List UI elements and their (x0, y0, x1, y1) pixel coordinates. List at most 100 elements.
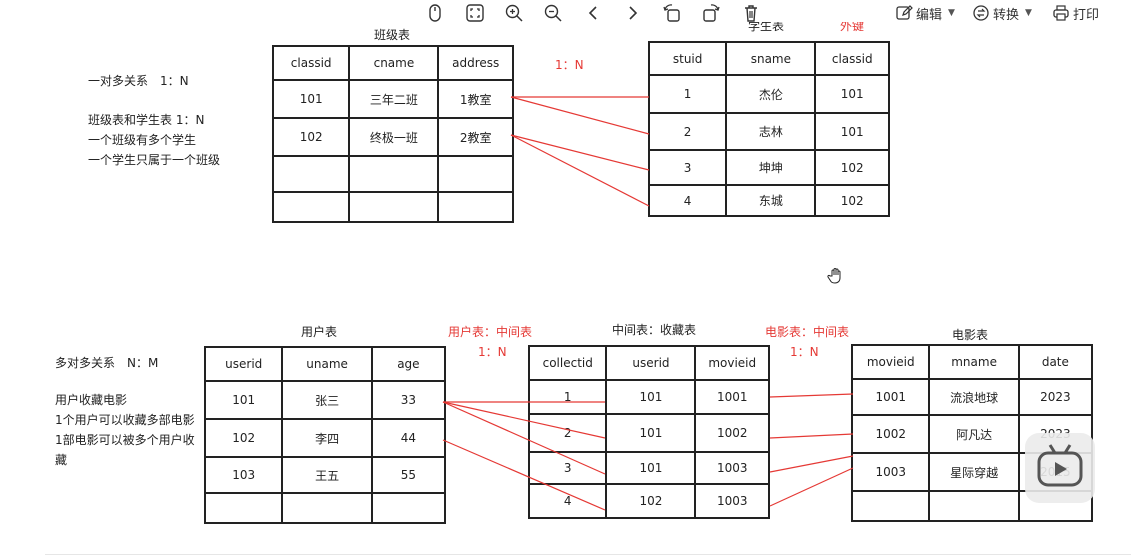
table-cell (348, 155, 440, 193)
chevron-left-icon[interactable] (583, 2, 605, 24)
header-cell: address (437, 45, 514, 81)
table-row: 102 李四 44 (203, 418, 447, 458)
table-cell (271, 155, 351, 193)
table-cell: 4 (527, 483, 608, 519)
table-row: 3 坤坤 102 (647, 149, 890, 186)
movie-table-title: 电影表 (952, 328, 989, 342)
table-cell: 102 (605, 483, 697, 519)
table-header-row: classid cname address (271, 45, 514, 81)
table-cell: 星际穿越 (928, 452, 1020, 492)
header-cell: userid (203, 346, 284, 382)
table-cell: 55 (370, 456, 447, 494)
foreign-key-label: 外键 (840, 22, 865, 33)
movie-mid-label: 电影表：中间表 (765, 325, 850, 339)
class-table: classid cname address 101 三年二班 1教室 102 终… (271, 45, 514, 223)
print-button[interactable]: 打印 (1052, 3, 1099, 23)
zoom-in-icon[interactable] (503, 2, 525, 24)
header-cell: sname (725, 41, 817, 76)
caret-down-icon: ▼ (1025, 8, 1032, 18)
table-cell: 101 (814, 112, 890, 151)
relation-ratio-label: 1：N (555, 58, 584, 72)
user-mid-label: 用户表：中间表 (448, 325, 533, 339)
table-cell: 2 (647, 112, 728, 151)
note-movie-many-users: 1部电影可以被多个用户收 (55, 433, 195, 447)
chevron-right-icon[interactable] (621, 2, 643, 24)
convert-icon (973, 5, 989, 21)
table-header-row: userid uname age (203, 346, 447, 382)
user-table: userid uname age 101 张三 33 102 李四 44 103… (203, 346, 447, 524)
table-cell: 102 (203, 418, 284, 458)
table-row (271, 191, 514, 223)
table-cell: 坤坤 (725, 149, 817, 186)
table-cell: 1 (647, 74, 728, 114)
table-cell: 1001 (850, 378, 931, 416)
table-cell: 101 (814, 74, 890, 114)
table-cell: 103 (203, 456, 284, 494)
header-cell: cname (348, 45, 440, 81)
table-row: 4 102 1003 (527, 483, 770, 519)
table-cell: 1002 (694, 413, 770, 453)
table-cell: 101 (605, 379, 697, 415)
header-cell: movieid (694, 345, 770, 381)
edit-icon (896, 5, 913, 20)
table-cell (437, 155, 514, 193)
user-mid-ratio: 1：N (478, 345, 507, 359)
table-cell: 阿凡达 (928, 414, 1020, 454)
table-cell: 44 (370, 418, 447, 458)
divider (45, 554, 1131, 555)
class-table-title: 班级表 (374, 28, 411, 42)
fit-screen-icon[interactable] (464, 2, 486, 24)
table-cell: 1001 (694, 379, 770, 415)
table-cell: 三年二班 (348, 79, 440, 119)
edit-button[interactable]: 编辑 ▼ (895, 3, 955, 23)
table-row: 101 三年二班 1教室 (271, 79, 514, 119)
mouse-icon[interactable] (424, 2, 446, 24)
header-cell: mname (928, 344, 1020, 380)
note-movie-many-users-cont: 藏 (55, 453, 68, 467)
table-cell: 张三 (281, 380, 373, 420)
table-cell: 王五 (281, 456, 373, 494)
table-cell: 志林 (725, 112, 817, 151)
play-button[interactable] (1025, 433, 1095, 503)
trash-icon[interactable] (740, 2, 762, 24)
rotate-left-icon[interactable] (661, 2, 683, 24)
table-cell: 101 (605, 413, 697, 453)
note-many-to-many: 多对多关系 N：M (55, 356, 159, 370)
convert-button[interactable]: 转换 ▼ (972, 3, 1032, 23)
header-cell: uname (281, 346, 373, 382)
table-row: 102 终极一班 2教室 (271, 117, 514, 157)
movie-mid-ratio: 1：N (790, 345, 819, 359)
header-cell: userid (605, 345, 697, 381)
table-header-row: stuid sname classid (647, 41, 890, 76)
table-cell: 东城 (725, 184, 817, 217)
collect-table: collectid userid movieid 1 101 1001 2 10… (527, 345, 770, 519)
student-table-title: 学生表 (748, 22, 785, 33)
hand-cursor-icon (826, 266, 846, 286)
table-row: 103 王五 55 (203, 456, 447, 494)
table-cell (370, 492, 447, 524)
table-cell (928, 490, 1020, 522)
table-row: 1 杰伦 101 (647, 74, 890, 114)
table-row: 4 东城 102 (647, 184, 890, 217)
table-cell (348, 191, 440, 223)
table-cell: 1教室 (437, 79, 514, 119)
table-cell: 102 (271, 117, 351, 157)
table-cell: 3 (527, 451, 608, 485)
table-cell: 33 (370, 380, 447, 420)
table-header-row: movieid mname date (850, 344, 1094, 380)
toolbar: 编辑 ▼ 转换 ▼ 打印 (0, 0, 1131, 26)
table-cell: 流浪地球 (928, 378, 1020, 416)
table-row (203, 492, 447, 524)
rotate-right-icon[interactable] (700, 2, 722, 24)
print-icon (1053, 5, 1069, 21)
table-cell: 2 (527, 413, 608, 453)
table-cell (850, 490, 931, 522)
header-cell: date (1017, 344, 1094, 380)
play-icon (1037, 444, 1083, 487)
student-table: stuid sname classid 1 杰伦 101 2 志林 101 3 … (647, 41, 890, 217)
movie-table: movieid mname date 1001 流浪地球 2023 1002 阿… (850, 344, 1094, 522)
zoom-out-icon[interactable] (542, 2, 564, 24)
note-user-favorites: 用户收藏电影 (55, 393, 128, 407)
table-cell: 杰伦 (725, 74, 817, 114)
table-row: 3 101 1003 (527, 451, 770, 485)
